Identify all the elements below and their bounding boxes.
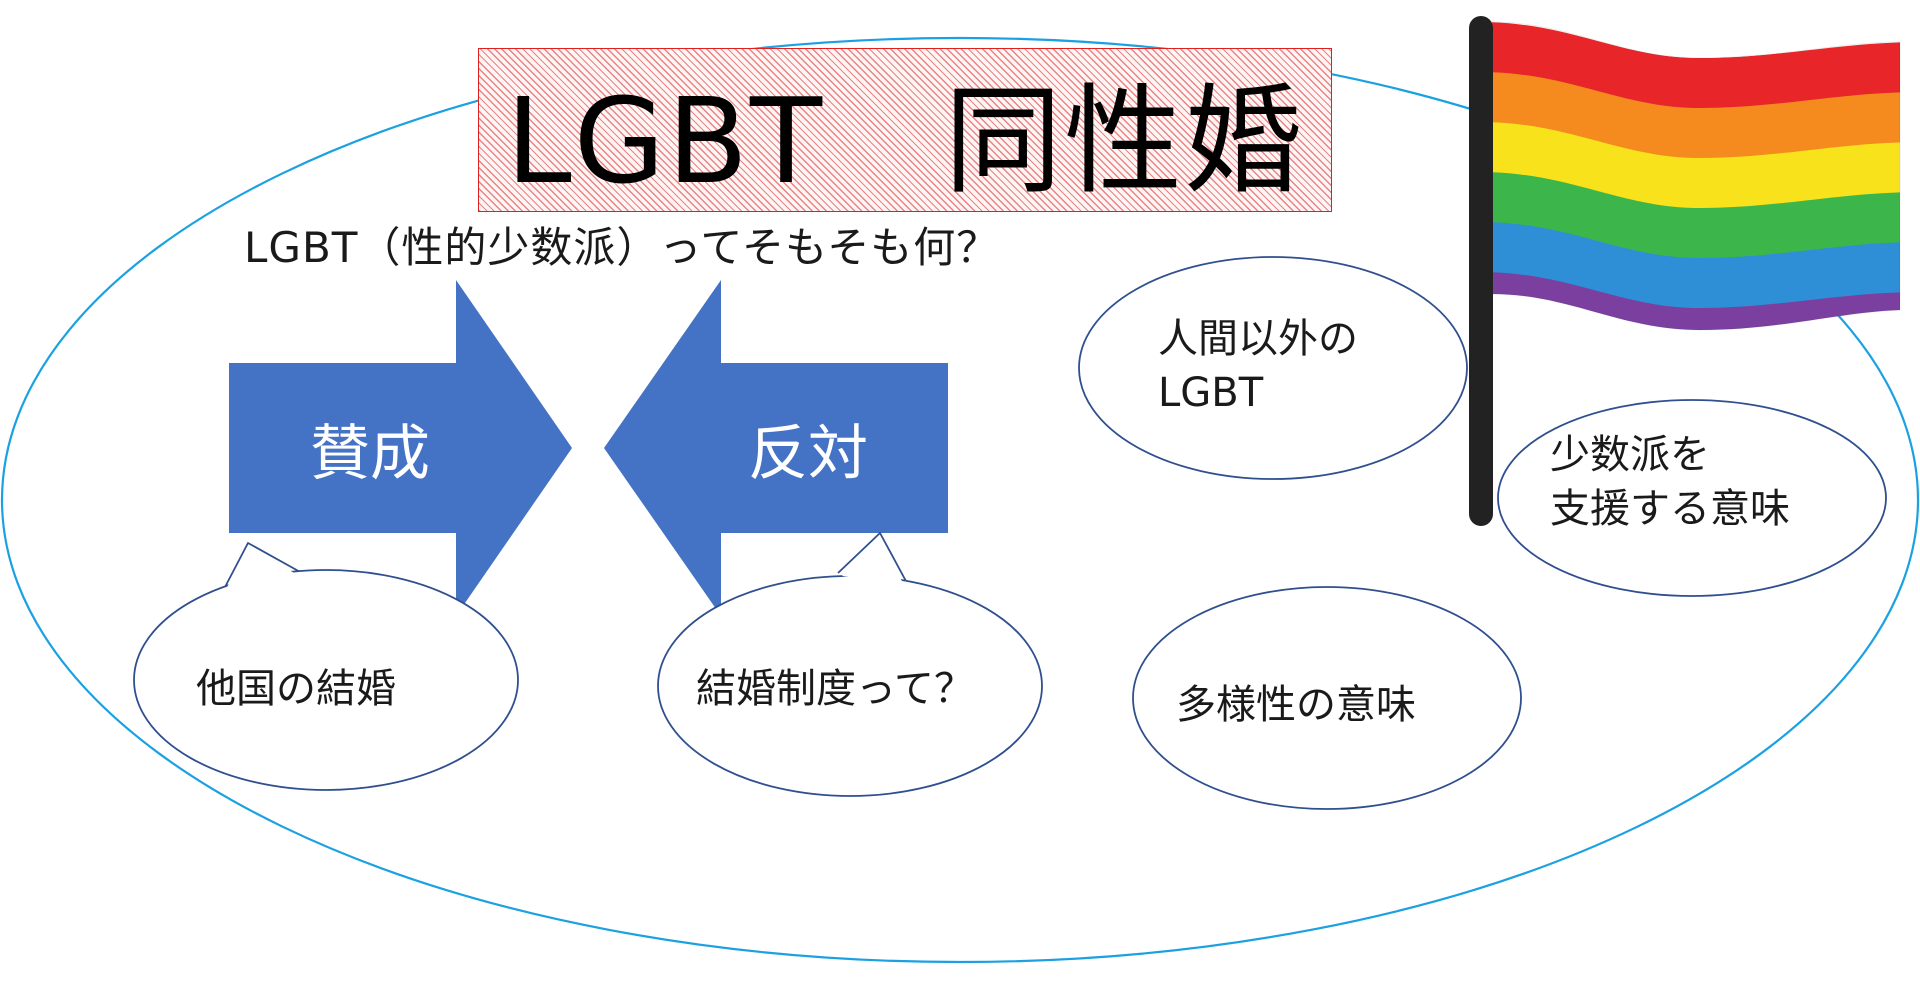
flag-stripe [1492, 72, 1900, 159]
bubble-marriage-system [657, 532, 1043, 797]
flag-stripe [1492, 222, 1900, 309]
flag-stripe [1492, 272, 1900, 330]
rainbow-flag-icon [1469, 16, 1901, 526]
bubble-support-minority [1497, 399, 1887, 597]
subtitle: LGBT（性的少数派）ってそもそも何？ [244, 223, 1000, 272]
bubble-non-human-text: 人間以外の LGBT [1158, 316, 1358, 416]
flag-stripe [1492, 22, 1900, 109]
bubble-diversity-text: 多様性の意味 [1176, 682, 1416, 728]
agree-arrow-label: 賛成 [310, 419, 430, 489]
flag-stripe [1492, 122, 1900, 209]
topic-boundary-ellipse [0, 36, 1920, 964]
flag-pole [1469, 16, 1493, 526]
bubble-other-countries [133, 542, 519, 791]
flag-stripe [1492, 172, 1900, 259]
page-title: LGBT 同性婚 [505, 71, 1305, 210]
bubble-diversity [1132, 586, 1522, 810]
bubble-non-human [1078, 256, 1468, 480]
bubble-support-minority-text: 少数派を 支援する意味 [1550, 432, 1790, 532]
oppose-arrow [604, 280, 948, 616]
bubble-other-countries-text: 他国の結婚 [196, 666, 396, 712]
bubble-marriage-system-text: 結婚制度って？ [696, 666, 974, 712]
agree-arrow [229, 280, 572, 616]
title-box: LGBT 同性婚 [478, 48, 1332, 212]
oppose-arrow-label: 反対 [748, 419, 868, 489]
